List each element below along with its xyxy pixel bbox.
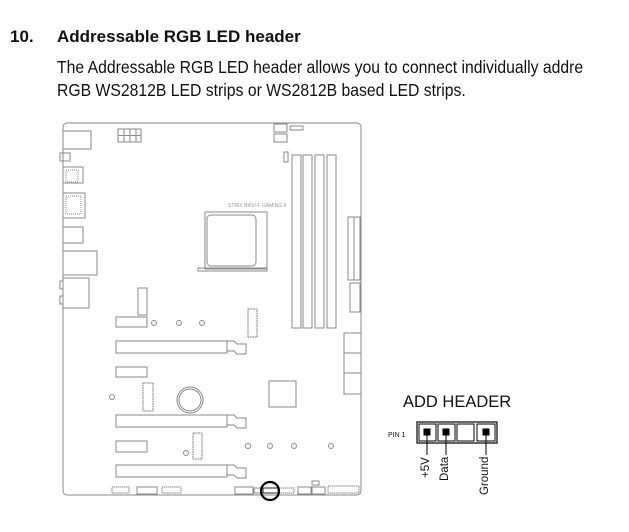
cmos-battery — [176, 386, 204, 414]
addressable-rgb-header-location — [262, 487, 279, 494]
paragraph-line-1: The Addressable RGB LED header allows yo… — [57, 57, 584, 77]
pin-data — [442, 428, 450, 436]
board-outline — [62, 122, 362, 496]
board-model-label: STRIX B450-F GAMING II — [228, 203, 286, 209]
dimm-slot-1 — [291, 154, 302, 329]
pin-label-data: Data — [439, 456, 451, 481]
add-header-diagram — [416, 421, 498, 455]
cpu-socket — [204, 211, 268, 270]
pcie-slot-2 — [115, 414, 228, 428]
pin-label-5v: +5V — [420, 457, 432, 478]
dimm-slot-3 — [314, 154, 325, 329]
pcie-slot-3 — [115, 464, 228, 478]
pin-5v — [423, 428, 431, 436]
header-diagram-title: ADD HEADER — [403, 393, 512, 411]
pcie-slot-1 — [115, 340, 228, 354]
pin1-label: PIN 1 — [388, 432, 406, 439]
chipset — [268, 380, 297, 408]
highlight-circle — [259, 480, 281, 502]
pin-ground — [482, 428, 490, 436]
section-number: 10. — [10, 27, 34, 46]
pin-label-ground: Ground — [479, 456, 491, 495]
dimm-slot-2 — [302, 154, 313, 329]
paragraph-line-2: RGB WS2812B LED strips or WS2812B based … — [57, 80, 466, 100]
section-title: Addressable RGB LED header — [57, 27, 301, 46]
dimm-slot-4 — [326, 154, 337, 329]
